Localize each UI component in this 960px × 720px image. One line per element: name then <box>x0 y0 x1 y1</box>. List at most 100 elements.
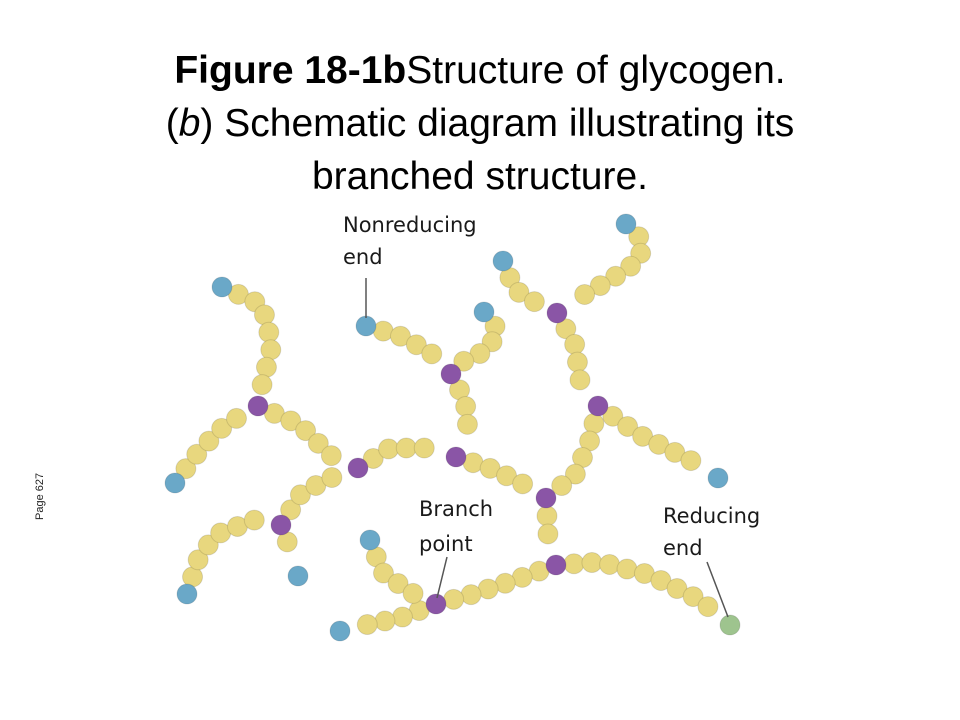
nonreducing-end-residue <box>211 276 233 298</box>
nonreducing-end-residue <box>473 301 495 323</box>
glucose-residue <box>211 417 233 439</box>
glucose-residue <box>187 549 209 571</box>
glucose-residue <box>564 333 586 355</box>
glucose-residue <box>551 475 573 497</box>
glucose-residue <box>682 586 704 608</box>
branch-point-residue <box>347 457 369 479</box>
glucose-residue <box>387 573 409 595</box>
glucose-residue <box>563 553 585 575</box>
branch-point-residue <box>425 593 447 615</box>
nonreducing-end-residue <box>492 250 514 272</box>
glucose-residue <box>186 443 208 465</box>
nonreducing-end-residue <box>359 529 381 551</box>
glucose-residue <box>569 369 591 391</box>
glucose-residue <box>197 534 219 556</box>
glucose-residue <box>583 413 605 435</box>
glucose-residue <box>253 304 275 326</box>
glucose-residue <box>697 596 719 618</box>
glucose-residue <box>305 474 327 496</box>
glucose-residue <box>620 255 642 277</box>
branch-point-residue <box>546 302 568 324</box>
glucose-residue <box>536 505 558 527</box>
branch-point-residue <box>247 395 269 417</box>
glucose-residue <box>289 484 311 506</box>
glucose-residue <box>251 374 273 396</box>
glucose-residue <box>321 466 343 488</box>
glucose-residue <box>664 441 686 463</box>
glucose-residue <box>496 465 518 487</box>
glucose-residue <box>537 523 559 545</box>
nonreducing-end-residue <box>176 583 198 605</box>
branch-point-residue <box>270 514 292 536</box>
glucose-residue <box>599 553 621 575</box>
glycogen-chains <box>164 213 741 642</box>
glucose-residue <box>443 588 465 610</box>
glucose-residue <box>258 321 280 343</box>
nonreducing-label-2: end <box>343 245 383 269</box>
glucose-residue <box>198 430 220 452</box>
reducing-label-1: Reducing <box>663 504 760 528</box>
glucose-residue <box>453 350 475 372</box>
glucose-residue <box>356 614 378 636</box>
reducing-label-2: end <box>663 536 703 560</box>
reducing-end-residue <box>719 614 741 636</box>
glucose-residue <box>617 415 639 437</box>
branch-point-residue <box>545 554 567 576</box>
figure-number: Figure 18-1b <box>174 49 407 92</box>
nonreducing-end-residue <box>615 213 637 235</box>
glucose-residue <box>648 433 670 455</box>
glucose-residue <box>280 410 302 432</box>
glucose-residue <box>605 265 627 287</box>
branch-point-label-1: Branch <box>419 497 493 521</box>
glucose-residue <box>574 283 596 305</box>
glucose-residue <box>632 425 654 447</box>
title-line-1: Figure 18-1bStructure of glycogen. <box>0 44 960 97</box>
nonreducing-end-residue <box>707 467 729 489</box>
figure-title: Figure 18-1bStructure of glycogen. (b) S… <box>0 44 960 203</box>
nonreducing-end-residue <box>164 472 186 494</box>
glucose-residue <box>512 473 534 495</box>
nonreducing-end-residue <box>287 565 309 587</box>
glucose-residue <box>421 343 443 365</box>
glucose-residue <box>389 325 411 347</box>
glucose-residue <box>566 351 588 373</box>
glucose-residue <box>460 584 482 606</box>
glucose-residue <box>602 405 624 427</box>
glucose-residue <box>413 437 435 459</box>
branch-point-residue <box>587 395 609 417</box>
glucose-residue <box>455 395 477 417</box>
title-text-1: Structure of glycogen. <box>406 49 786 92</box>
glucose-residue <box>666 578 688 600</box>
nonreducing-end-residue <box>355 315 377 337</box>
glucose-residue <box>260 339 282 361</box>
glucose-residue <box>508 281 530 303</box>
glucose-residue <box>255 356 277 378</box>
reducing-leader <box>706 561 729 618</box>
glucose-residue <box>307 432 329 454</box>
branch-point-residue <box>440 363 462 385</box>
branch-point-residue <box>445 446 467 468</box>
nonreducing-end-residue <box>329 620 351 642</box>
glucose-residue <box>564 463 586 485</box>
branch-point-label-2: point <box>419 532 473 556</box>
glucose-residue <box>456 413 478 435</box>
glucose-residue <box>395 437 417 459</box>
title-line-3: branched structure. <box>311 155 648 198</box>
branch-leader <box>436 556 448 599</box>
glucose-residue <box>405 334 427 356</box>
glucose-residue <box>372 562 394 584</box>
glucose-residue <box>374 610 396 632</box>
glucose-residue <box>378 438 400 460</box>
glucose-residue <box>589 275 611 297</box>
nonreducing-label-1: Nonreducing <box>343 213 477 237</box>
title-text-2: Schematic diagram illustrating its <box>213 102 795 145</box>
glucose-residue <box>616 558 638 580</box>
branch-point-residue <box>535 487 557 509</box>
glucose-residue <box>320 445 342 467</box>
glucose-residue <box>280 499 302 521</box>
title-line-2: (b) Schematic diagram illustrating its <box>165 102 795 145</box>
glucose-residue <box>225 407 247 429</box>
glucose-residue <box>362 447 384 469</box>
glucose-residue <box>650 569 672 591</box>
